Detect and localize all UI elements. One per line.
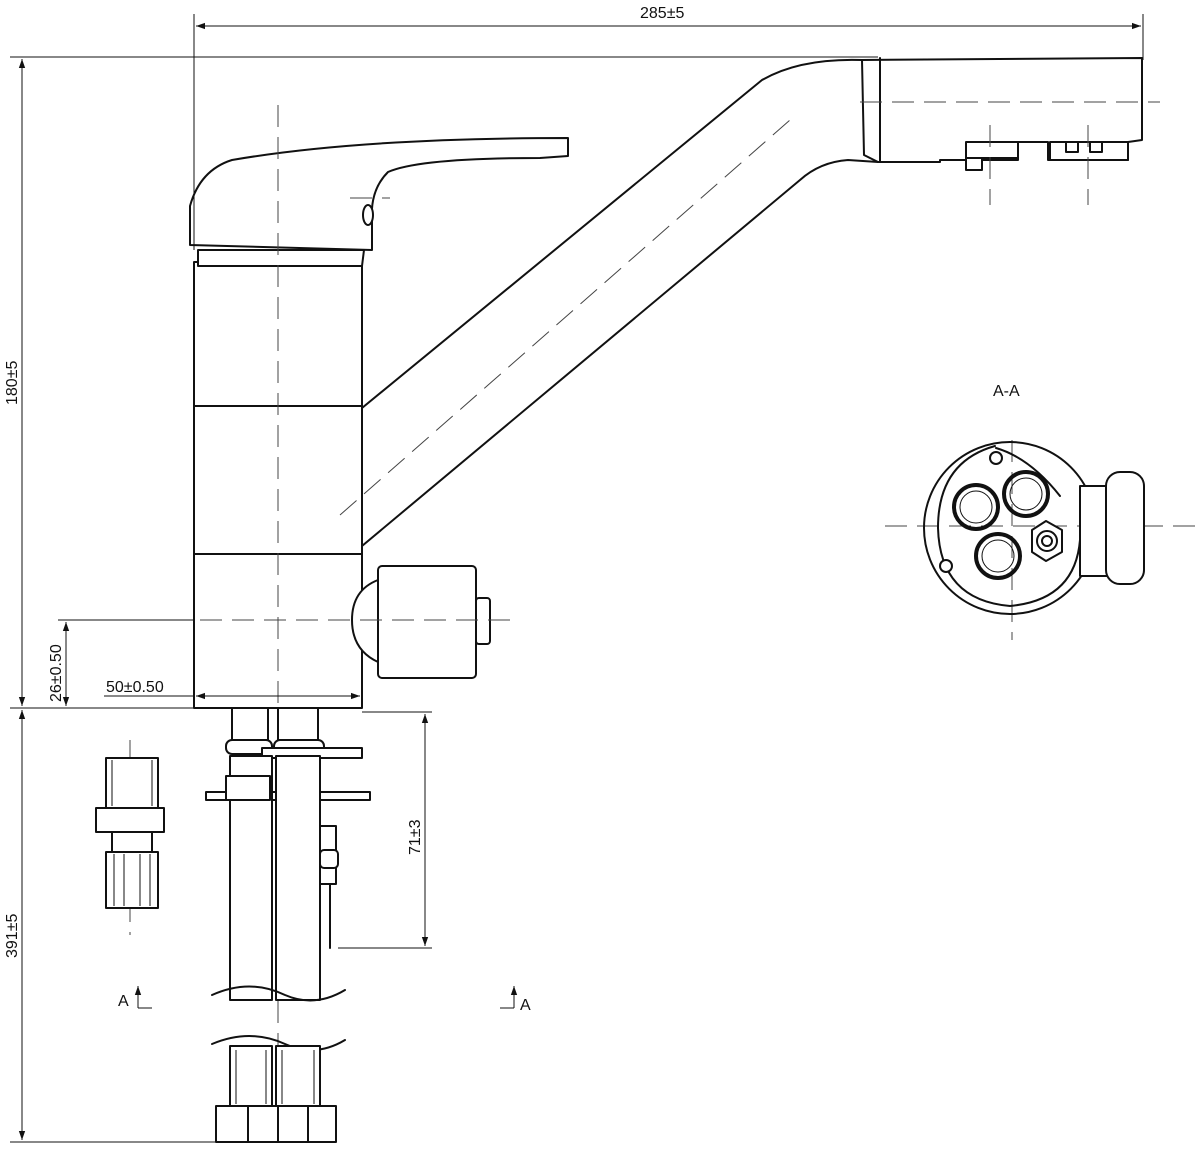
section-markers: A A [118,986,531,1014]
section-marker-right: A [520,997,531,1014]
dim-hose-length: 391±5 [4,914,21,958]
section-marker-left: A [118,993,129,1010]
dim-base-offset: 26±0.50 [48,644,65,702]
dim-shank-height: 71±3 [407,819,424,855]
connector-fitting [95,757,165,909]
handle-lever [189,137,569,251]
section-title: A-A [993,383,1020,400]
dim-body-height: 180±5 [4,361,21,405]
dimension-lines: 285±5 180±5 391±5 26±0.50 50±0.50 71±3 [4,5,1144,1143]
spout-head [861,57,1143,163]
section-view: A-A [885,383,1200,640]
dim-total-length: 285±5 [640,5,684,22]
shank-assembly [205,707,371,1143]
side-valve [351,579,379,663]
spout [345,58,879,547]
mixer-column [193,261,363,709]
dim-base-width: 50±0.50 [106,679,164,696]
